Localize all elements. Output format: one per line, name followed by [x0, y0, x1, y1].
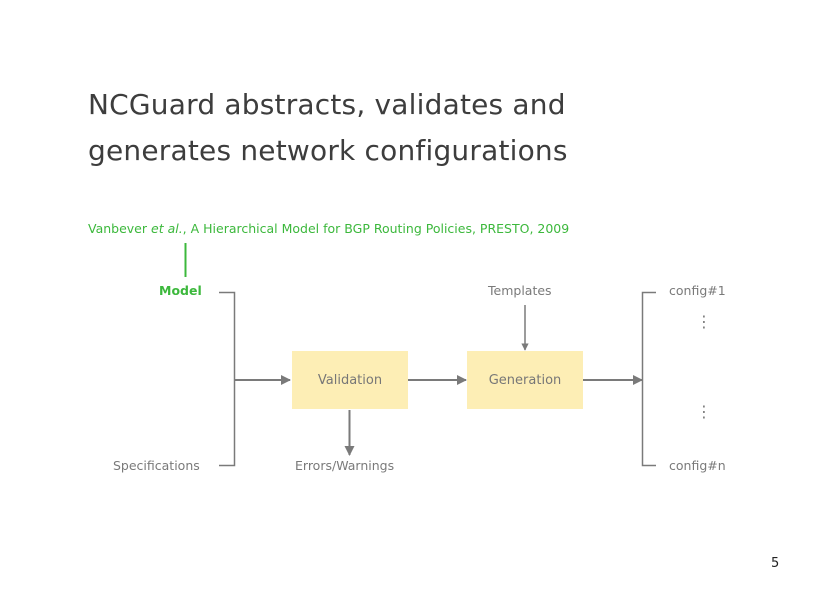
specifications-label: Specifications: [113, 458, 200, 473]
validation-box: Validation: [292, 351, 408, 409]
title-line-2: generates network configurations: [88, 134, 568, 167]
slide-title: NCGuard abstracts, validates and generat…: [88, 82, 568, 174]
ellipsis-bottom: ⋮: [696, 402, 712, 421]
citation-author: Vanbever: [88, 221, 151, 236]
templates-label: Templates: [488, 283, 552, 298]
model-label: Model: [159, 283, 202, 298]
config-last-label: config#n: [669, 458, 726, 473]
output-bracket: [641, 291, 656, 467]
errors-warnings-label: Errors/Warnings: [295, 458, 395, 473]
title-line-1: NCGuard abstracts, validates and: [88, 88, 566, 121]
generation-label: Generation: [488, 372, 562, 388]
ellipsis-top: ⋮: [696, 312, 712, 331]
citation-rest: , A Hierarchical Model for BGP Routing P…: [182, 221, 570, 236]
page-number: 5: [771, 556, 780, 571]
citation: Vanbever et al., A Hierarchical Model fo…: [88, 221, 569, 236]
citation-etal: et al.: [151, 221, 183, 236]
config-first-label: config#1: [669, 283, 726, 298]
generation-box: Generation: [467, 351, 583, 409]
input-bracket: [219, 291, 236, 467]
validation-label: Validation: [317, 372, 383, 388]
